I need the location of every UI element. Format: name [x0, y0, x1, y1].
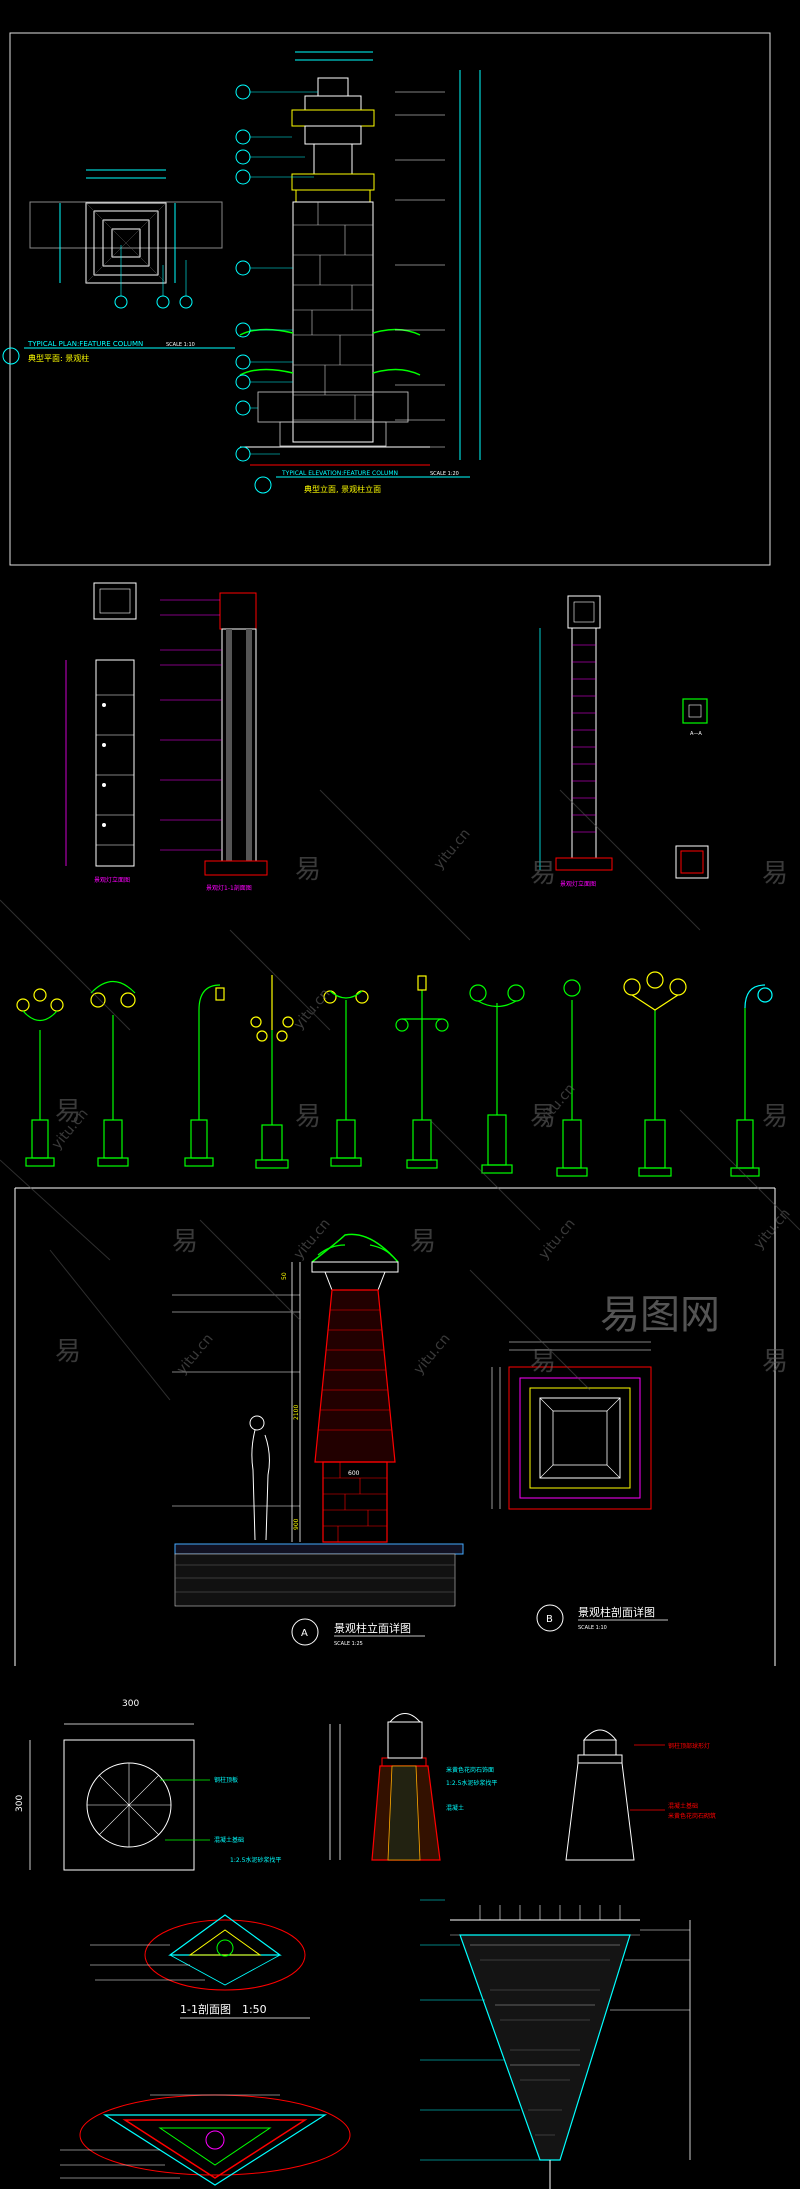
elev-scale: SCALE 1:20: [430, 471, 459, 477]
lamp-7: [469, 984, 525, 1174]
dim-top: 50: [281, 1272, 288, 1280]
sheet1-frame: [9, 32, 771, 566]
lamp-elevation-left: 景观灯立面图: [65, 582, 137, 884]
plan-dim-top: 300: [122, 1699, 139, 1709]
watermark-yitu-8: yitu.cn: [411, 1331, 454, 1378]
watermark-yi-6: 易: [530, 1102, 556, 1132]
plan-dim-side: 300: [15, 1795, 25, 1812]
watermark-yi-12: 易: [762, 1347, 788, 1377]
watermark-yi-7: 易: [762, 1102, 788, 1132]
label-i: 米黄色花岗石砌筑: [668, 1812, 716, 1820]
title-b: 景观柱剖面详图: [578, 1605, 655, 1619]
elev-title: TYPICAL ELEVATION:FEATURE COLUMN: [281, 470, 398, 477]
watermark-diagonal-lines: [0, 789, 800, 1401]
watermark-yitu-6: yitu.cn: [536, 1216, 579, 1263]
label-g: 钢柱顶部球形灯: [668, 1742, 710, 1750]
lamp-elev-right-title: 景观灯立面图: [560, 880, 596, 888]
watermark-yi-4: 易: [55, 1097, 81, 1127]
watermark-yi-10: 易: [55, 1337, 81, 1367]
plan-scale: SCALE 1:10: [166, 342, 195, 348]
plan-title: TYPICAL PLAN:FEATURE COLUMN: [27, 340, 143, 348]
watermark-yi-5: 易: [295, 1102, 321, 1132]
sheet5-bollard-details: 300 300 钢柱顶板 混凝土基础 1:2.5水泥砂浆找平 米黄色花岗石饰面 …: [15, 1699, 716, 1871]
watermark-yi-8: 易: [172, 1227, 198, 1257]
elev-subtitle: 典型立面, 景观柱立面: [304, 484, 381, 494]
sheet2-lamp-column-details: 景观灯立面图 景观灯1-1剖面图 景观灯立面图 A—A: [65, 582, 709, 892]
lamp-8: [556, 979, 588, 1177]
sheet1-feature-column: TYPICAL PLAN:FEATURE COLUMN 典型平面: 景观柱 SC…: [2, 32, 771, 566]
watermark-yitu-5: yitu.cn: [291, 1216, 334, 1263]
triangle-plan-top: [90, 1914, 306, 1991]
lamp-1: [16, 988, 64, 1167]
watermark-yi-1: 易: [295, 855, 321, 885]
lamp-9: [623, 971, 687, 1177]
plan-subtitle: 典型平面: 景观柱: [28, 353, 89, 363]
watermark-yitu-1: yitu.cn: [431, 826, 474, 873]
bollard-section: 米黄色花岗石饰面 1:2.5水泥砂浆找平 混凝土: [329, 1713, 497, 1861]
label-d: 米黄色花岗石饰面: [446, 1766, 494, 1774]
lamp-section-middle: 景观灯1-1剖面图: [160, 592, 268, 892]
triangle-plan-bottom: [60, 2094, 351, 2186]
section-title: 1-1剖面图 1:50: [180, 2002, 267, 2016]
scale-b: SCALE 1:10: [578, 1625, 607, 1631]
sheet6-sections: 1-1剖面图 1:50: [60, 1899, 691, 2189]
watermark-yitu-9: yitu.cn: [751, 1206, 794, 1253]
elevation-column: TYPICAL ELEVATION:FEATURE COLUMN 典型立面, 景…: [235, 51, 481, 494]
lamp-2: [90, 980, 136, 1167]
sheet3-street-lamps: [16, 971, 773, 1177]
dim-height: 2100: [293, 1405, 300, 1420]
lamp-6: [395, 975, 449, 1169]
tag-a: A: [301, 1628, 308, 1639]
dim-mid: 600: [348, 1470, 360, 1477]
lamp-section-title: 景观灯1-1剖面图: [206, 884, 252, 892]
label-f: 混凝土: [446, 1804, 464, 1812]
label-a: 钢柱顶板: [214, 1776, 238, 1784]
scale-a: SCALE 1:25: [334, 1641, 363, 1647]
label-b: 混凝土基础: [214, 1836, 244, 1844]
watermark-yi-2: 易: [530, 859, 556, 889]
watermark-yitu-7: yitu.cn: [174, 1331, 217, 1378]
tag-b: B: [546, 1614, 553, 1625]
bollard-plan: 300 300 钢柱顶板 混凝土基础 1:2.5水泥砂浆找平: [15, 1699, 281, 1871]
lamp-elev-left-title: 景观灯立面图: [94, 876, 130, 884]
sheet4-column-detail: 50 600 2100 900 A 景观柱立面详图 SCALE 1:25 B 景…: [14, 1187, 776, 1666]
section-tag: A—A: [690, 731, 702, 737]
bollard-elevation: 钢柱顶部球形灯 混凝土基础 米黄色花岗石砌筑: [565, 1729, 716, 1861]
column-section-plan: B 景观柱剖面详图 SCALE 1:10: [491, 1341, 668, 1632]
lamp-elevation-right: 景观灯立面图 A—A: [539, 595, 709, 888]
lamp-4: [250, 975, 294, 1169]
label-h: 混凝土基础: [668, 1802, 698, 1810]
lamp-3: [184, 984, 225, 1167]
plan-view: TYPICAL PLAN:FEATURE COLUMN 典型平面: 景观柱 SC…: [2, 169, 235, 365]
dim-base: 900: [293, 1518, 300, 1530]
watermark-yi-9: 易: [410, 1227, 436, 1257]
site-logo: 易图网: [600, 1292, 720, 1338]
column-elevation: 50 600 2100 900 A 景观柱立面详图 SCALE 1:25: [172, 1233, 464, 1647]
lamp-5: [323, 990, 369, 1167]
title-a: 景观柱立面详图: [334, 1621, 411, 1635]
lamp-10: [730, 984, 773, 1177]
label-c: 1:2.5水泥砂浆找平: [230, 1856, 281, 1864]
label-e: 1:2.5水泥砂浆找平: [446, 1779, 497, 1787]
watermark-yitu-3: yitu.cn: [291, 986, 334, 1033]
obelisk-section: [420, 1899, 691, 2189]
watermark-yi-3: 易: [762, 859, 788, 889]
